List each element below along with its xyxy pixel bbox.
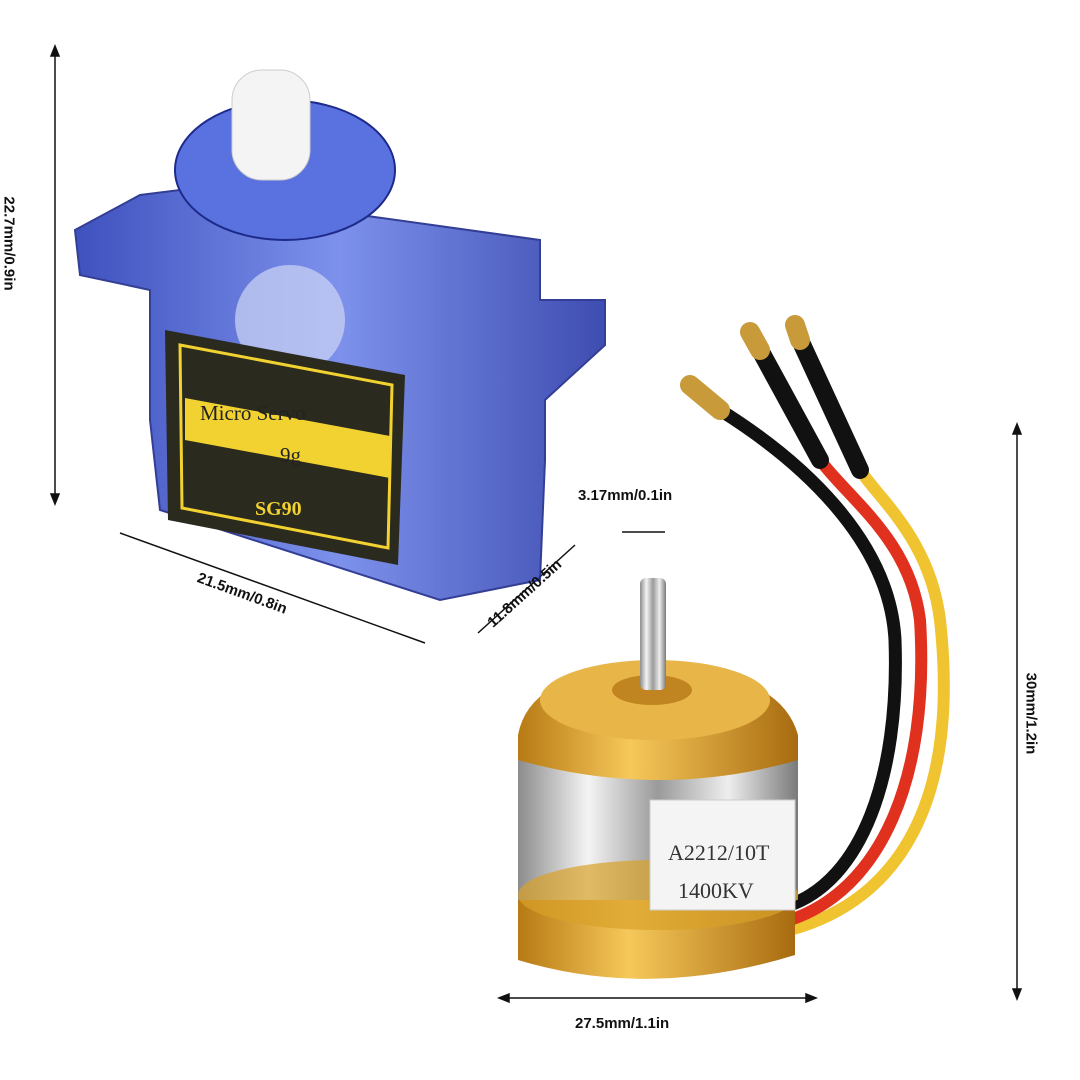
motor-diameter-label: 27.5mm/1.1in (575, 1015, 670, 1032)
shaft-diameter-label: 3.17mm/0.1in (578, 487, 673, 504)
motor-label-line1: A2212/10T (668, 840, 770, 865)
motor-height-label: 30mm/1.2in (1022, 672, 1040, 755)
dimension-arrows (49, 43, 1023, 1004)
motor-shaft (640, 578, 666, 690)
servo-label-line1: Micro Servo (200, 401, 306, 425)
brushless-motor: A2212/10T 1400KV (518, 578, 798, 979)
motor-wires (680, 315, 950, 936)
servo-motor: Micro Servo 9g SG90 (73, 69, 606, 602)
servo-model: SG90 (255, 498, 302, 520)
servo-height-label: 22.7mm/0.9in (0, 196, 18, 291)
servo-label-line2: 9g (280, 443, 302, 467)
motor-label-line2: 1400KV (678, 878, 754, 903)
